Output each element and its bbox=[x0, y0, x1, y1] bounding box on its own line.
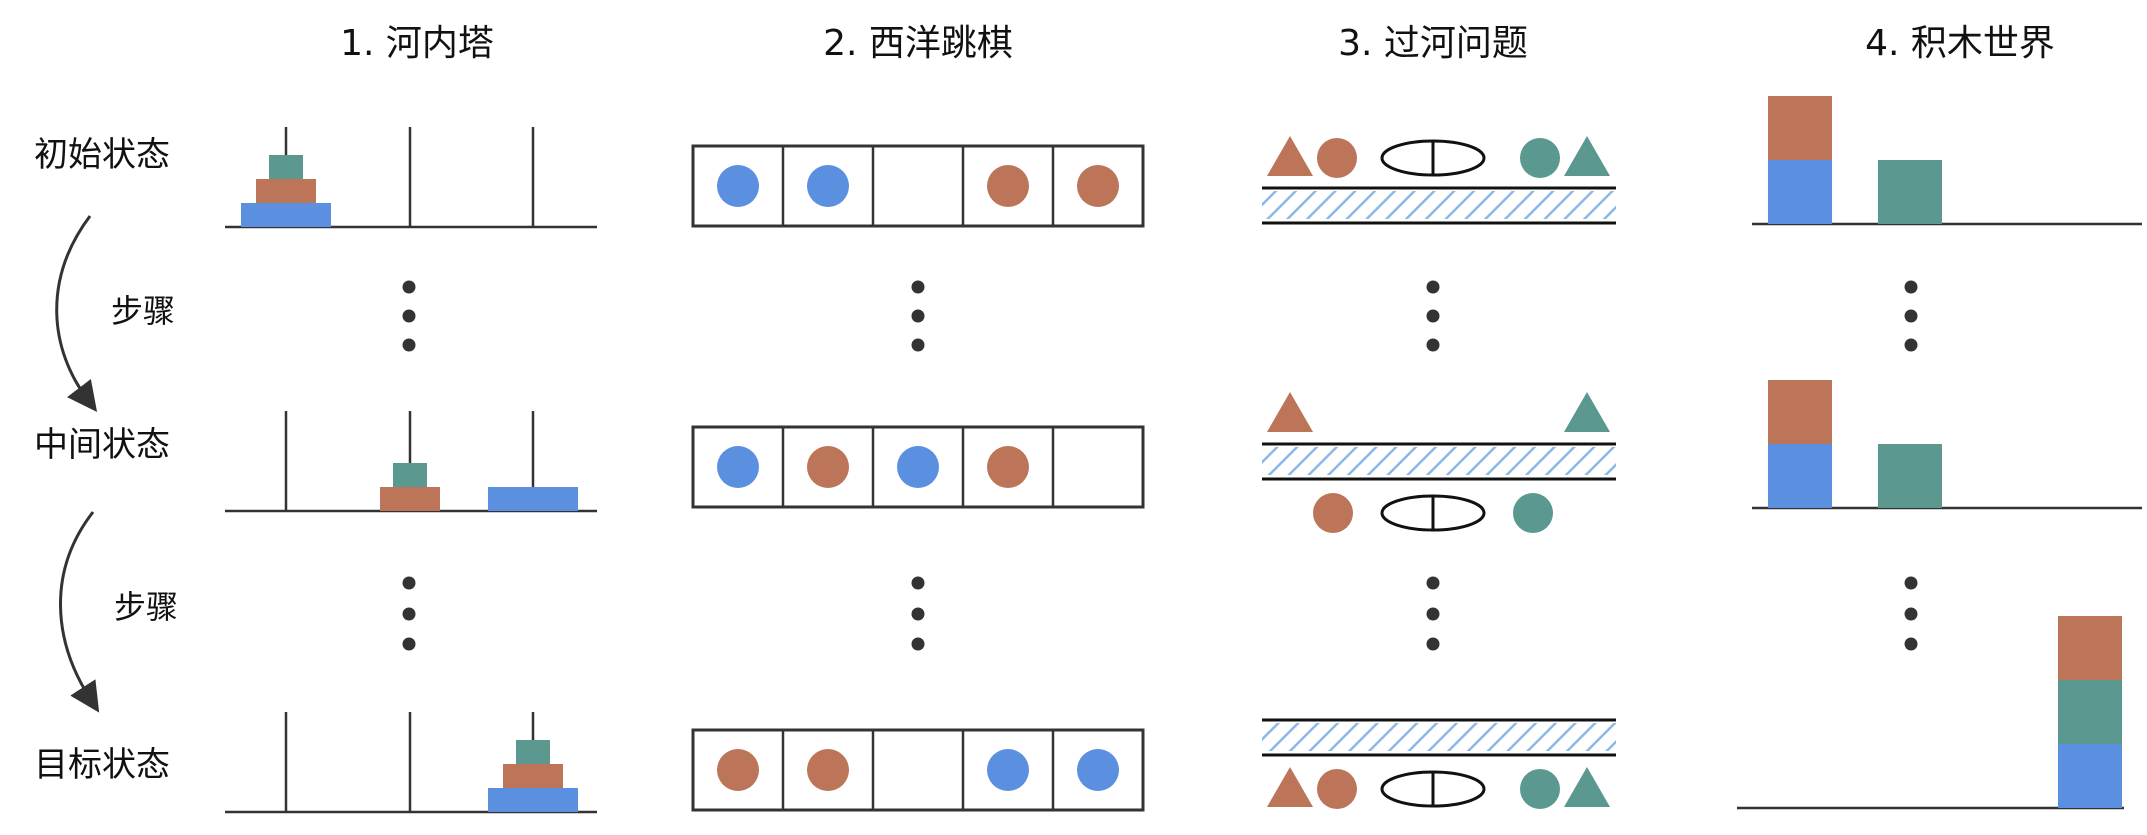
block-blue bbox=[1768, 444, 1832, 508]
hanoi-disk-rust bbox=[380, 487, 440, 511]
ellipsis-dot bbox=[911, 576, 925, 590]
block-teal bbox=[2058, 680, 2122, 744]
rust-triangle-icon bbox=[1267, 136, 1313, 176]
river-water bbox=[1262, 723, 1616, 751]
ellipsis-dot bbox=[1426, 637, 1440, 651]
row-label-initial-state: 初始状态 bbox=[34, 135, 170, 175]
checkers-piece-rust bbox=[807, 749, 849, 791]
teal-triangle-icon bbox=[1564, 767, 1610, 807]
checkers-piece-blue bbox=[987, 749, 1029, 791]
column-title-blocks-world: 4. 积木世界 bbox=[1865, 23, 2055, 64]
ellipsis-dot bbox=[402, 607, 416, 621]
ellipsis-dot bbox=[402, 576, 416, 590]
checkers-board bbox=[691, 144, 1145, 228]
checkers-piece-blue bbox=[1077, 749, 1119, 791]
checkers-piece-rust bbox=[717, 749, 759, 791]
column-title-hanoi: 1. 河内塔 bbox=[340, 23, 494, 64]
block-rust bbox=[1768, 380, 1832, 444]
block-teal bbox=[1878, 160, 1942, 224]
rust-circle-icon bbox=[1317, 138, 1357, 178]
hanoi-disk-teal bbox=[269, 155, 303, 179]
ellipsis-dot bbox=[911, 280, 925, 294]
ellipsis-dot bbox=[1904, 280, 1918, 294]
checkers-piece-rust bbox=[1077, 165, 1119, 207]
hanoi-disk-blue bbox=[488, 487, 578, 511]
ellipsis-dot bbox=[1426, 309, 1440, 323]
checkers-piece-blue bbox=[717, 446, 759, 488]
teal-circle-icon bbox=[1520, 769, 1560, 809]
ellipsis-dot bbox=[1426, 338, 1440, 352]
row-label-middle-state: 中间状态 bbox=[34, 425, 170, 465]
teal-triangle-icon bbox=[1564, 392, 1610, 432]
river-water bbox=[1262, 191, 1616, 219]
step-arrow bbox=[55, 215, 98, 412]
ellipsis-dot bbox=[1426, 280, 1440, 294]
row-label-goal-state: 目标状态 bbox=[34, 745, 170, 785]
teal-circle-icon bbox=[1520, 138, 1560, 178]
checkers-piece-blue bbox=[807, 165, 849, 207]
hanoi-disk-teal bbox=[393, 463, 427, 487]
column-title-checkers: 2. 西洋跳棋 bbox=[823, 23, 1013, 64]
hanoi-disk-rust bbox=[503, 764, 563, 788]
rust-triangle-icon bbox=[1267, 392, 1313, 432]
teal-triangle-icon bbox=[1564, 136, 1610, 176]
ellipsis-dot bbox=[911, 309, 925, 323]
ellipsis-dot bbox=[1904, 607, 1918, 621]
step-arrow bbox=[59, 511, 100, 713]
ellipsis-dot bbox=[1904, 338, 1918, 352]
rust-circle-icon bbox=[1313, 493, 1353, 533]
ellipsis-dot bbox=[402, 637, 416, 651]
river-water bbox=[1262, 447, 1616, 475]
ellipsis-dot bbox=[911, 637, 925, 651]
rust-triangle-icon bbox=[1267, 767, 1313, 807]
hanoi-disk-rust bbox=[256, 179, 316, 203]
ellipsis-dot bbox=[402, 338, 416, 352]
rust-circle-icon bbox=[1317, 769, 1357, 809]
block-rust bbox=[1768, 96, 1832, 160]
ellipsis-dot bbox=[402, 280, 416, 294]
ellipsis-dot bbox=[911, 338, 925, 352]
block-blue bbox=[1768, 160, 1832, 224]
checkers-piece-blue bbox=[717, 165, 759, 207]
puzzle-states bbox=[225, 96, 2142, 814]
hanoi-disk-teal bbox=[516, 740, 550, 764]
ellipsis-dot bbox=[1426, 607, 1440, 621]
block-blue bbox=[2058, 744, 2122, 808]
checkers-board bbox=[691, 728, 1145, 812]
block-rust bbox=[2058, 616, 2122, 680]
ellipsis-dot bbox=[1904, 637, 1918, 651]
checkers-piece-rust bbox=[807, 446, 849, 488]
ellipsis-dot bbox=[1904, 576, 1918, 590]
block-teal bbox=[1878, 444, 1942, 508]
hanoi-disk-blue bbox=[241, 203, 331, 227]
column-title-river-crossing: 3. 过河问题 bbox=[1338, 23, 1528, 64]
teal-circle-icon bbox=[1513, 493, 1553, 533]
ellipsis-dot bbox=[1904, 309, 1918, 323]
ellipsis-dot bbox=[402, 309, 416, 323]
checkers-piece-rust bbox=[987, 446, 1029, 488]
ellipsis-dot bbox=[911, 607, 925, 621]
step-label: 步骤 bbox=[111, 292, 175, 330]
ellipsis-dot bbox=[1426, 576, 1440, 590]
step-label: 步骤 bbox=[114, 588, 178, 626]
checkers-piece-rust bbox=[987, 165, 1029, 207]
checkers-piece-blue bbox=[897, 446, 939, 488]
checkers-board bbox=[691, 425, 1145, 509]
hanoi-disk-blue bbox=[488, 788, 578, 812]
